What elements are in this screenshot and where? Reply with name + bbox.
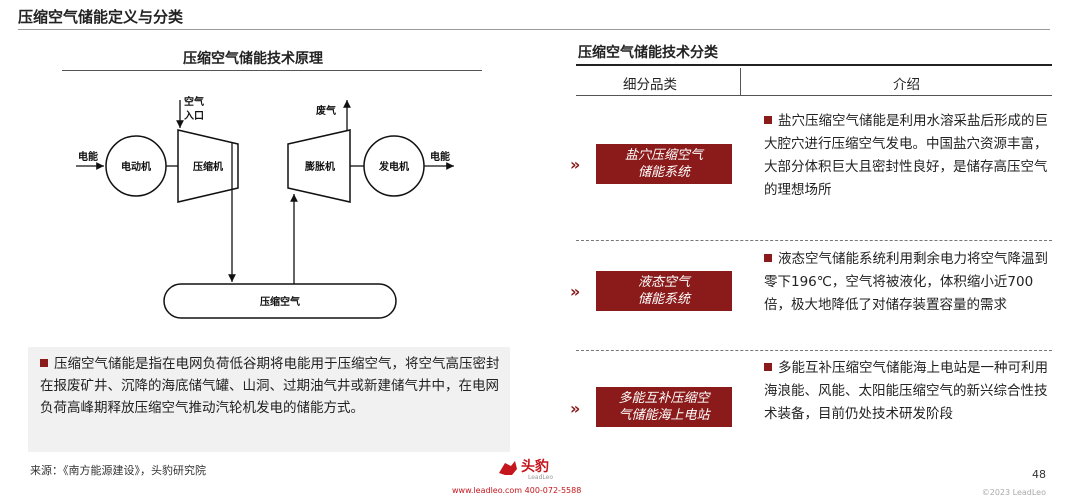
page-number: 48 xyxy=(1032,468,1046,481)
brand-logo-subtext: LeadLeo xyxy=(528,474,554,481)
leopard-logo-icon xyxy=(499,461,517,475)
category-label-line2: 储能系统 xyxy=(637,165,690,180)
category-badge-liquid-air: 液态空气 储能系统 xyxy=(596,271,732,311)
category-badge-offshore-station: 多能互补压缩空 气储能海上电站 xyxy=(596,387,732,427)
category-label-line1: 盐穴压缩空气 xyxy=(624,148,703,163)
column-header-category: 细分品类 xyxy=(623,77,677,93)
brand-logo-text: 头豹 xyxy=(521,459,549,475)
column-header-intro: 介绍 xyxy=(893,77,920,93)
title-divider xyxy=(18,29,1050,30)
storage-label: 压缩空气 xyxy=(260,295,300,308)
power-out-label: 电能 xyxy=(430,150,450,163)
copyright-note: ©2023 LeadLeo xyxy=(981,488,1046,497)
row-intro-text: 液态空气储能系统利用剩余电力将空气降温到零下196℃，空气将被液化，体积缩小近7… xyxy=(764,251,1048,313)
power-in-label: 电能 xyxy=(78,150,98,163)
generator-label: 发电机 xyxy=(378,160,409,173)
storage-tank xyxy=(163,283,397,319)
source-note: 来源：《南方能源建设》，头豹研究院 xyxy=(30,464,206,477)
bullet-square-icon xyxy=(764,116,772,124)
double-chevron-icon: » xyxy=(570,399,581,418)
row-intro-text: 多能互补压缩空气储能海上电站是一种可利用海浪能、风能、太阳能压缩空气的新兴综合性… xyxy=(764,360,1048,422)
air-inlet-label-2: 入口 xyxy=(184,110,204,122)
description-box xyxy=(28,347,510,452)
row-intro: 液态空气储能系统利用剩余电力将空气降温到零下196℃，空气将被液化，体积缩小近7… xyxy=(764,248,1054,317)
header-column-divider xyxy=(740,68,741,95)
double-chevron-icon: » xyxy=(570,282,581,301)
caes-principle-diagram: 电动机 电能 压缩机 空气 入口 压缩空气 膨胀机 废气 发电机 电能 xyxy=(76,95,454,319)
footer-contact: www.leadleo.com 400-072-5588 xyxy=(452,486,582,495)
exhaust-label: 废气 xyxy=(316,104,336,117)
row-intro: 多能互补压缩空气储能海上电站是一种可利用海浪能、风能、太阳能压缩空气的新兴综合性… xyxy=(764,357,1054,426)
page-title: 压缩空气储能定义与分类 xyxy=(18,8,184,26)
category-label-line2: 气储能海上电站 xyxy=(618,408,710,423)
motor-label: 电动机 xyxy=(121,160,151,173)
double-chevron-icon: » xyxy=(570,155,581,174)
category-label-line1: 液态空气 xyxy=(637,275,690,290)
diagram-title-divider xyxy=(62,70,482,71)
category-label-line1: 多能互补压缩空 xyxy=(618,391,710,406)
row-intro: 盐穴压缩空气储能是利用水溶采盐后形成的巨大腔穴进行压缩空气发电。中国盐穴资源丰富… xyxy=(764,110,1054,202)
description-text: 压缩空气储能是指在电网负荷低谷期将电能用于压缩空气，将空气高压密封在报废矿井、沉… xyxy=(40,356,500,416)
category-label-line2: 储能系统 xyxy=(637,292,690,307)
bullet-square-icon xyxy=(764,363,772,371)
description-paragraph: 压缩空气储能是指在电网负荷低谷期将电能用于压缩空气，将空气高压密封在报废矿井、沉… xyxy=(40,353,502,419)
compressor-label: 压缩机 xyxy=(193,160,223,173)
expander-shape xyxy=(287,129,351,203)
category-badge-salt-cavern: 盐穴压缩空气 储能系统 xyxy=(596,144,732,184)
row-divider xyxy=(576,240,1052,241)
row-divider xyxy=(576,350,1052,351)
diagram-title: 压缩空气储能技术原理 xyxy=(183,51,323,67)
expander-label: 膨胀机 xyxy=(305,160,335,173)
bullet-square-icon xyxy=(40,359,48,367)
table-header-rule xyxy=(576,95,1052,96)
row-intro-text: 盐穴压缩空气储能是利用水溶采盐后形成的巨大腔穴进行压缩空气发电。中国盐穴资源丰富… xyxy=(764,113,1048,198)
air-inlet-label-1: 空气 xyxy=(184,95,204,108)
bullet-square-icon xyxy=(764,254,772,262)
table-title: 压缩空气储能技术分类 xyxy=(578,45,718,61)
table-top-rule xyxy=(576,64,1052,66)
compressor-shape xyxy=(177,129,239,203)
